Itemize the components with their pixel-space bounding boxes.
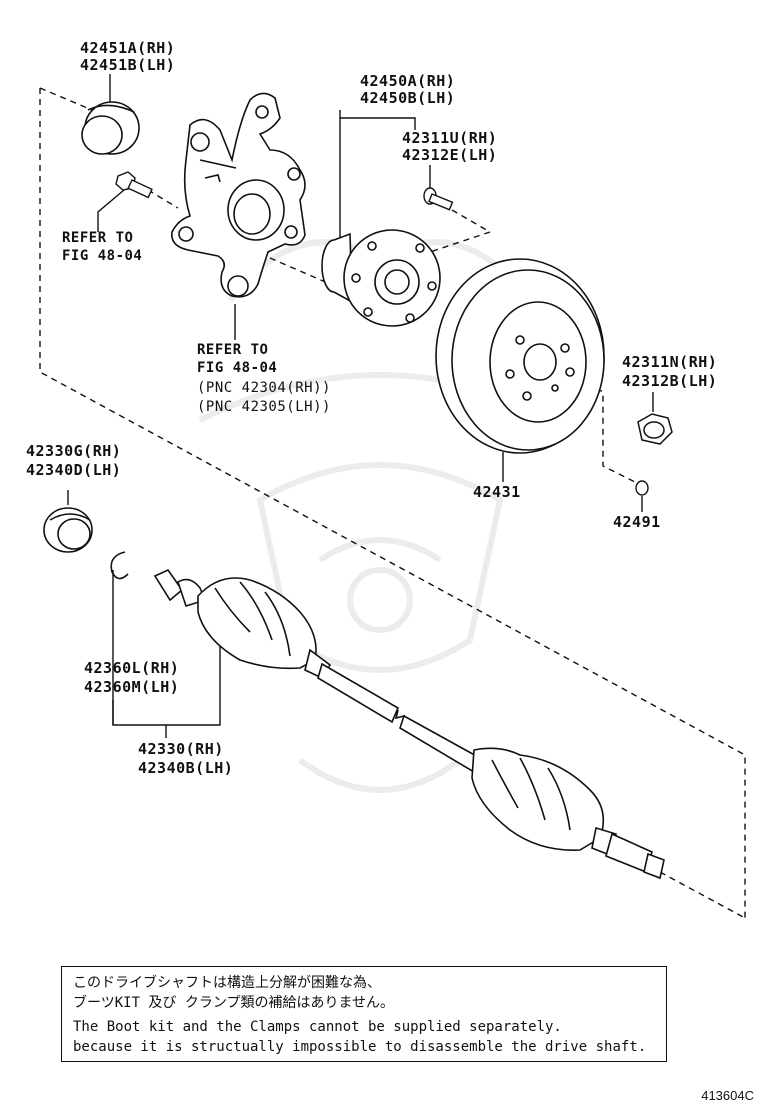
label-refer-upper-line1: REFER TO [62, 230, 134, 246]
steering-knuckle-part [171, 92, 306, 298]
label-drive-shaft-lh: 42340B(LH) [138, 759, 234, 777]
label-brake-disc: 42431 [473, 483, 521, 501]
supply-note-box: このドライブシャフトは構造上分解が困難な為、 ブーツKIT 及び クランプ類の補… [61, 966, 667, 1062]
label-refer-upper-line2: FIG 48-04 [62, 248, 143, 264]
label-shaft-seal-lh: 42340D(LH) [26, 461, 122, 479]
shaft-seal-part [43, 507, 93, 553]
label-refer-lower-line2: FIG 48-04 [197, 360, 278, 376]
note-english-line1: The Boot kit and the Clamps cannot be su… [73, 1019, 562, 1035]
plug-part [635, 480, 649, 496]
leader-lines [67, 74, 654, 738]
label-boot-kit-lh: 42360M(LH) [84, 678, 180, 696]
label-shaft-seal-rh: 42330G(RH) [26, 442, 122, 460]
label-nut-rh: 42311N(RH) [622, 353, 718, 371]
snap-ring-part [110, 551, 129, 580]
label-hub-bearing-rh: 42450A(RH) [360, 72, 456, 90]
note-japanese-line2: ブーツKIT 及び クランプ類の補給はありません。 [73, 995, 395, 1011]
label-pnc-rh: (PNC 42304(RH)) [197, 380, 331, 396]
label-boot-kit-rh: 42360L(RH) [84, 659, 180, 677]
oil-seal-part [81, 101, 140, 155]
label-plug: 42491 [613, 513, 661, 531]
note-japanese-line1: このドライブシャフトは構造上分解が困難な為、 [73, 975, 381, 991]
knuckle-bolt-part [115, 171, 153, 199]
illustration-code: 413604C [701, 1088, 754, 1103]
brake-disc-part [435, 258, 605, 454]
assembly-dashed-outline [39, 87, 746, 919]
note-english-line2: because it is structually impossible to … [73, 1039, 647, 1055]
drive-shaft-part [153, 568, 665, 880]
hub-bearing-part [321, 229, 441, 327]
label-drive-shaft-rh: 42330(RH) [138, 740, 224, 758]
label-oil-seal-rh: 42451A(RH) [80, 39, 176, 57]
label-oil-seal-lh: 42451B(LH) [80, 56, 176, 74]
hub-bolt-part [423, 187, 454, 211]
label-hub-bolt-rh: 42311U(RH) [402, 129, 498, 147]
label-hub-bolt-lh: 42312E(LH) [402, 146, 498, 164]
nut-part [637, 413, 673, 445]
label-hub-bearing-lh: 42450B(LH) [360, 89, 456, 107]
label-pnc-lh: (PNC 42305(LH)) [197, 399, 331, 415]
label-nut-lh: 42312B(LH) [622, 372, 718, 390]
label-refer-lower-line1: REFER TO [197, 342, 269, 358]
